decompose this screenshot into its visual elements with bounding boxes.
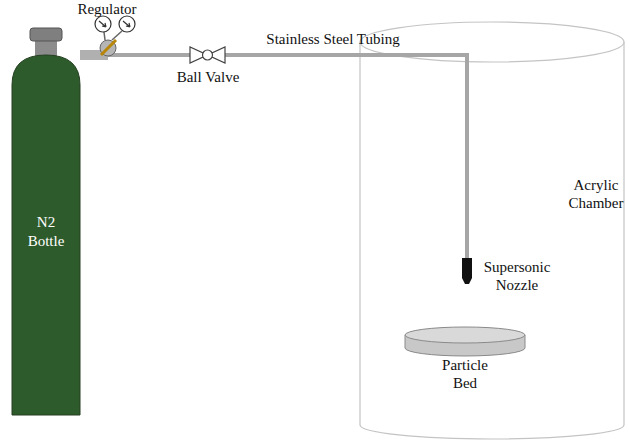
- part-label: Supersonic Nozzle: [477, 258, 557, 294]
- part-label: Ball Valve: [158, 68, 258, 86]
- part-label: Acrylic Chamber: [566, 176, 626, 212]
- gas-bottle: [12, 28, 80, 415]
- ball-valve: [190, 47, 225, 63]
- bottle-text: N2 Bottle: [18, 213, 74, 251]
- bottle-label-area: N2 Bottle: [18, 213, 74, 251]
- part-label: Regulator: [62, 0, 152, 18]
- acrylic-chamber: [360, 22, 624, 439]
- nozzle: [462, 258, 472, 284]
- regulator: [80, 16, 135, 60]
- part-label: Stainless Steel Tubing: [233, 30, 433, 48]
- particle-bed: [405, 327, 525, 356]
- steel-tubing: [80, 55, 467, 262]
- part-label: Particle Bed: [433, 356, 497, 392]
